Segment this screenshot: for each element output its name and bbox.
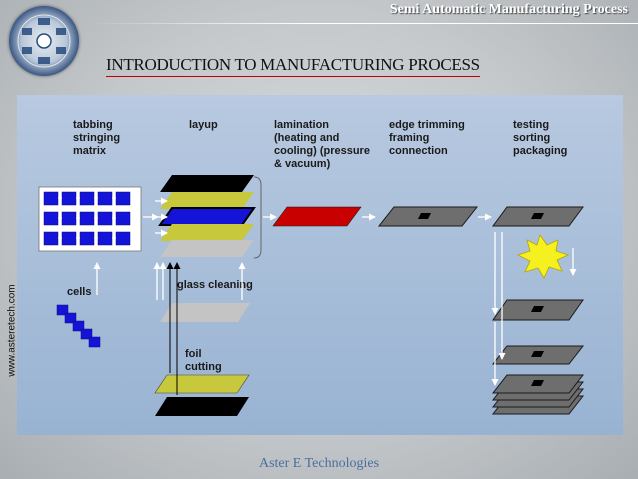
packaged-panel — [491, 345, 585, 365]
website-url: www.asteretech.com — [6, 284, 18, 377]
stage-lamination-label: lamination (heating and cooling) (pressu… — [274, 119, 373, 170]
stage-tabbing-label: tabbing stringing matrix — [73, 119, 123, 157]
presentation-header: Semi Automatic Manufacturing Process — [90, 2, 638, 24]
glass-cleaning-label: glass cleaning — [177, 279, 253, 291]
layup-bracket — [253, 176, 262, 259]
stage-edge-trimming-label: edge trimming framing connection — [389, 119, 468, 157]
panel-stack — [491, 374, 585, 415]
company-logo — [9, 6, 79, 76]
foil-cutting-label: foil cutting — [185, 348, 222, 373]
company-footer: Aster E Technologies — [258, 456, 380, 471]
header-rule — [90, 23, 638, 24]
slide-title-underline — [106, 75, 480, 77]
backsheet — [155, 397, 249, 416]
presentation-title: Semi Automatic Manufacturing Process — [389, 2, 628, 17]
layup-stack — [158, 175, 256, 257]
flash-test-burst — [516, 234, 570, 279]
slide-title-text: INTRODUCTION TO MANUFACTURING PROCESS — [106, 55, 480, 74]
sorted-panel — [492, 299, 584, 321]
slide-title: INTRODUCTION TO MANUFACTURING PROCESS — [106, 55, 480, 77]
cells-label: cells — [67, 286, 91, 298]
loose-cells — [56, 304, 101, 348]
glass-sheet — [160, 303, 250, 322]
process-diagram: tabbing stringing matrix layup laminatio… — [17, 95, 623, 435]
testing-panel — [492, 206, 584, 227]
stage-testing-label: testing sorting packaging — [513, 119, 567, 157]
cell-matrix — [38, 186, 142, 252]
framed-panel — [377, 206, 479, 227]
stage-layup-label: layup — [189, 119, 218, 131]
foil-sheet — [154, 374, 250, 394]
laminated-panel — [272, 206, 362, 227]
